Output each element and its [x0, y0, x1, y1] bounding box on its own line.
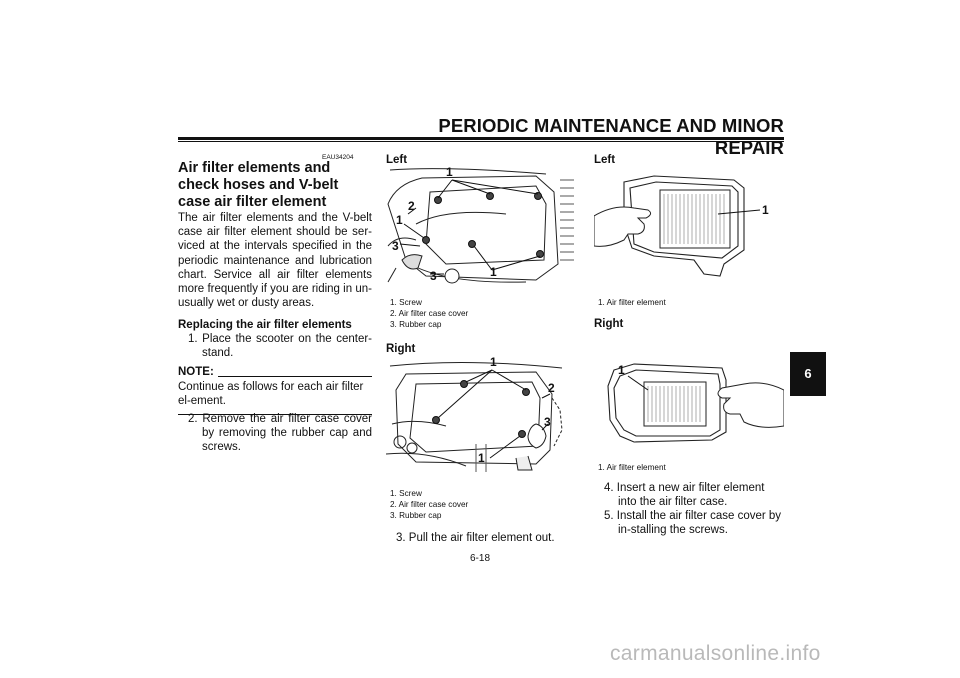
caption-screw: 1. Screw	[390, 489, 422, 498]
note-block: NOTE: Continue as follows for each air f…	[178, 366, 372, 416]
note-rule-bottom	[178, 414, 372, 416]
caption-air-filter-element: 1. Air filter element	[598, 463, 666, 472]
figure-right-cover-captions: 1. Screw 2. Air filter case cover 3. Rub…	[390, 488, 570, 521]
page-number: 6-18	[469, 553, 490, 564]
caption-rubber-cap: 3. Rubber cap	[390, 511, 442, 520]
callout-2: 2	[548, 381, 555, 395]
note-rule-top	[217, 375, 372, 377]
header-rule	[178, 137, 784, 140]
caption-air-filter-case-cover: 2. Air filter case cover	[390, 309, 469, 318]
figure-right-element-title: Right	[594, 318, 624, 330]
chapter-tab: 6	[790, 352, 826, 396]
callout-1: 1	[618, 363, 625, 377]
callout-1: 1	[490, 265, 497, 279]
step-5: 5. Install the air filter case cover by …	[604, 510, 782, 537]
figure-left-element-title: Left	[594, 154, 616, 166]
section-code: EAU34204	[322, 154, 354, 161]
page-header-title: PERIODIC MAINTENANCE AND MINOR REPAIR	[438, 115, 784, 158]
intro-paragraph: The air filter elements and the V-belt c…	[178, 212, 372, 310]
left-cover-illustration: 1 2 1 3 3 1	[387, 165, 574, 284]
sub-heading: Replacing the air filter elements	[178, 319, 352, 331]
section-heading: Air filter elements and check hoses and …	[178, 160, 339, 210]
figure-left-cover-captions: 1. Screw 2. Air filter case cover 3. Rub…	[390, 297, 570, 330]
figure-left-cover-title: Left	[386, 154, 408, 166]
callout-2: 2	[408, 199, 415, 213]
callout-1: 1	[396, 213, 403, 227]
left-element-illustration: 1	[594, 175, 769, 277]
callout-3: 3	[430, 269, 437, 283]
caption-air-filter-case-cover: 2. Air filter case cover	[390, 500, 469, 509]
right-cover-illustration: 1 2 3 1	[386, 355, 563, 472]
caption-screw: 1. Screw	[390, 298, 422, 307]
callout-3: 3	[392, 239, 399, 253]
header-rule-thin	[178, 141, 784, 142]
figure-right-cover-title: Right	[386, 343, 416, 355]
caption-air-filter-element: 1. Air filter element	[598, 298, 666, 307]
note-text: Continue as follows for each air filter …	[178, 381, 364, 408]
caption-rubber-cap: 3. Rubber cap	[390, 320, 442, 329]
watermark: carmanualsonline.info	[610, 642, 821, 665]
callout-1: 1	[478, 451, 485, 465]
callout-3: 3	[544, 415, 551, 429]
step-2: 2. Remove the air filter case cover by r…	[188, 413, 372, 454]
step-1: 1. Place the scooter on the center-stand…	[188, 333, 372, 360]
right-element-illustration: 1	[607, 363, 784, 443]
note-label: NOTE:	[178, 366, 214, 378]
callout-1: 1	[446, 165, 453, 179]
callout-1: 1	[762, 203, 769, 217]
step-4: 4. Insert a new air filter element into …	[604, 482, 765, 509]
step-3: 3. Pull the air filter element out.	[396, 532, 555, 544]
callout-1: 1	[490, 355, 497, 369]
